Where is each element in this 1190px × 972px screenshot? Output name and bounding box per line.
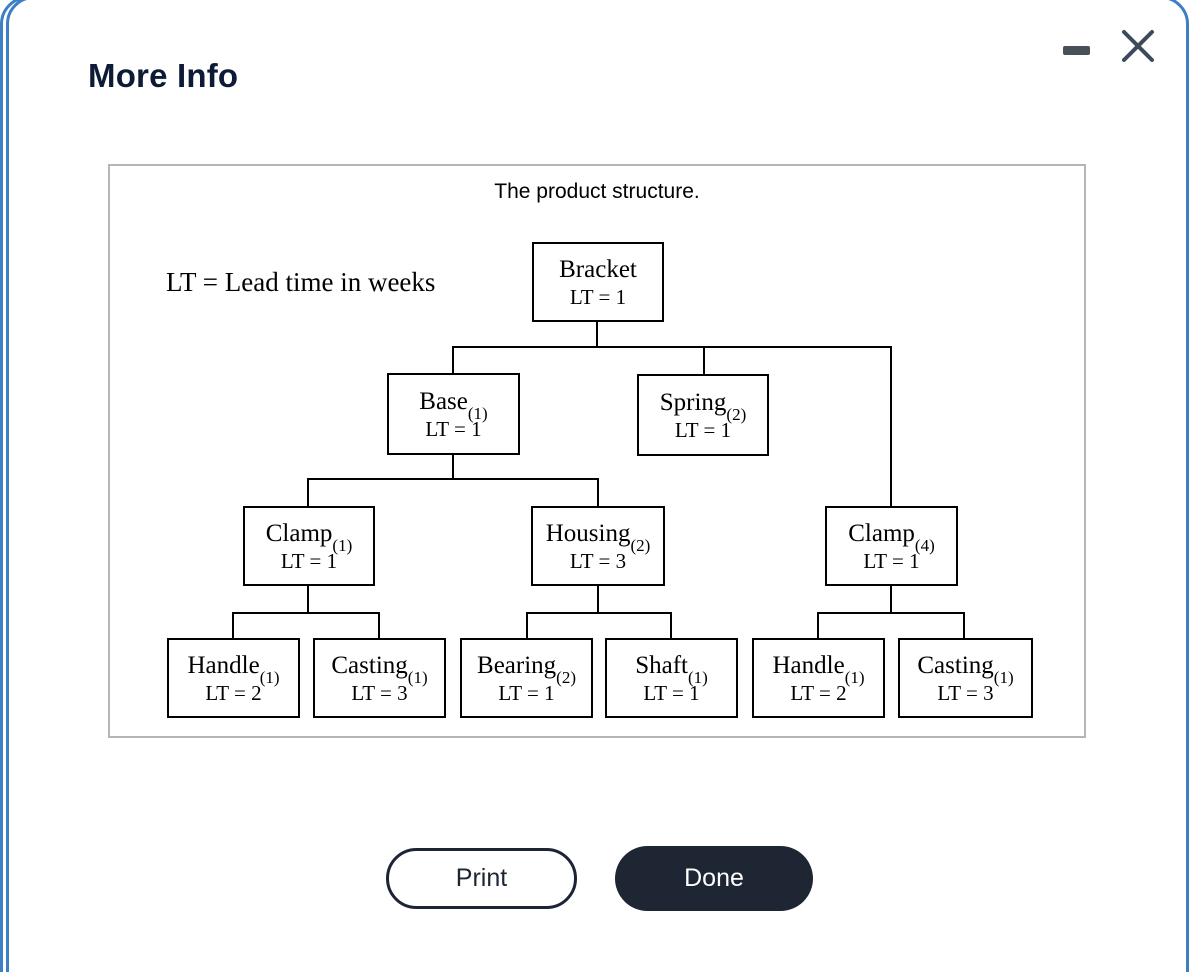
node-leadtime: LT = 1 <box>425 416 482 441</box>
node-label: Bearing <box>477 651 557 679</box>
node-bearing: Bearing(2) LT = 1 <box>460 638 593 718</box>
node-leadtime: LT = 1 <box>674 417 732 442</box>
dialog-title: More Info <box>88 57 239 94</box>
node-quantity: (1) <box>687 667 708 687</box>
node-label: Handle <box>772 651 845 679</box>
connector-line <box>526 612 672 614</box>
node-leadtime: LT = 3 <box>569 548 627 573</box>
connector-line <box>963 612 965 638</box>
connector-line <box>452 346 892 348</box>
connector-line <box>596 322 598 347</box>
connector-line <box>670 612 672 638</box>
connector-line <box>890 586 892 613</box>
node-clamp-4: Clamp(4) LT = 1 <box>825 506 958 586</box>
connector-line <box>890 346 892 506</box>
node-leadtime: LT = 1 <box>498 680 555 705</box>
node-label: Housing <box>545 519 631 547</box>
node-label: Clamp <box>265 519 333 547</box>
node-bracket: Bracket LT = 1 <box>532 242 664 322</box>
node-label: Casting <box>917 651 994 679</box>
node-label: Handle <box>187 651 260 679</box>
node-leadtime: LT = 1 <box>569 284 627 309</box>
connector-line <box>597 478 599 506</box>
node-quantity: (1) <box>407 667 428 687</box>
diagram-title: The product structure. <box>494 180 700 203</box>
node-label: Casting <box>331 651 408 679</box>
connector-line <box>452 455 454 479</box>
connector-line <box>817 612 965 614</box>
connector-line <box>307 478 599 480</box>
node-quantity: (1) <box>993 667 1014 687</box>
node-casting-left: Casting(1) LT = 3 <box>313 638 446 718</box>
node-leadtime: LT = 3 <box>351 680 408 705</box>
node-quantity: (2) <box>726 404 747 424</box>
node-quantity: (1) <box>259 667 280 687</box>
connector-line <box>232 612 380 614</box>
connector-line <box>232 612 234 638</box>
node-label: Base <box>419 387 468 415</box>
node-base: Base(1) LT = 1 <box>387 373 520 455</box>
lead-time-legend: LT = Lead time in weeks <box>166 267 436 297</box>
connector-line <box>307 586 309 613</box>
connector-line <box>817 612 819 638</box>
node-handle-right: Handle(1) LT = 2 <box>752 638 885 718</box>
node-housing: Housing(2) LT = 3 <box>531 506 665 586</box>
node-label: Bracket <box>559 255 637 283</box>
connector-line <box>703 346 705 374</box>
node-clamp-1: Clamp(1) LT = 1 <box>243 506 375 586</box>
node-label: Spring <box>659 388 727 416</box>
connector-line <box>526 612 528 638</box>
node-spring: Spring(2) LT = 1 <box>637 374 769 456</box>
node-leadtime: LT = 3 <box>937 680 994 705</box>
close-icon <box>1122 30 1154 62</box>
close-button[interactable] <box>1118 26 1158 66</box>
minimize-icon <box>1063 46 1090 55</box>
node-quantity: (1) <box>467 403 488 423</box>
node-leadtime: LT = 1 <box>863 548 920 573</box>
connector-line <box>378 612 380 638</box>
node-label: Shaft <box>635 651 688 679</box>
done-button[interactable]: Done <box>615 846 813 911</box>
connector-line <box>452 346 454 373</box>
print-button[interactable]: Print <box>386 848 577 909</box>
node-casting-right: Casting(1) LT = 3 <box>898 638 1033 718</box>
node-quantity: (4) <box>914 535 935 555</box>
node-leadtime: LT = 1 <box>643 680 700 705</box>
node-leadtime: LT = 2 <box>790 680 847 705</box>
node-leadtime: LT = 2 <box>205 680 262 705</box>
node-quantity: (2) <box>630 535 651 555</box>
minimize-button[interactable] <box>1059 40 1095 62</box>
node-label: Clamp <box>848 519 915 547</box>
node-quantity: (2) <box>556 667 576 687</box>
node-quantity: (1) <box>332 535 353 555</box>
connector-line <box>597 586 599 613</box>
connector-line <box>307 478 309 506</box>
node-shaft: Shaft(1) LT = 1 <box>605 638 738 718</box>
node-handle-left: Handle(1) LT = 2 <box>167 638 300 718</box>
node-leadtime: LT = 1 <box>280 548 338 573</box>
node-quantity: (1) <box>844 667 865 687</box>
